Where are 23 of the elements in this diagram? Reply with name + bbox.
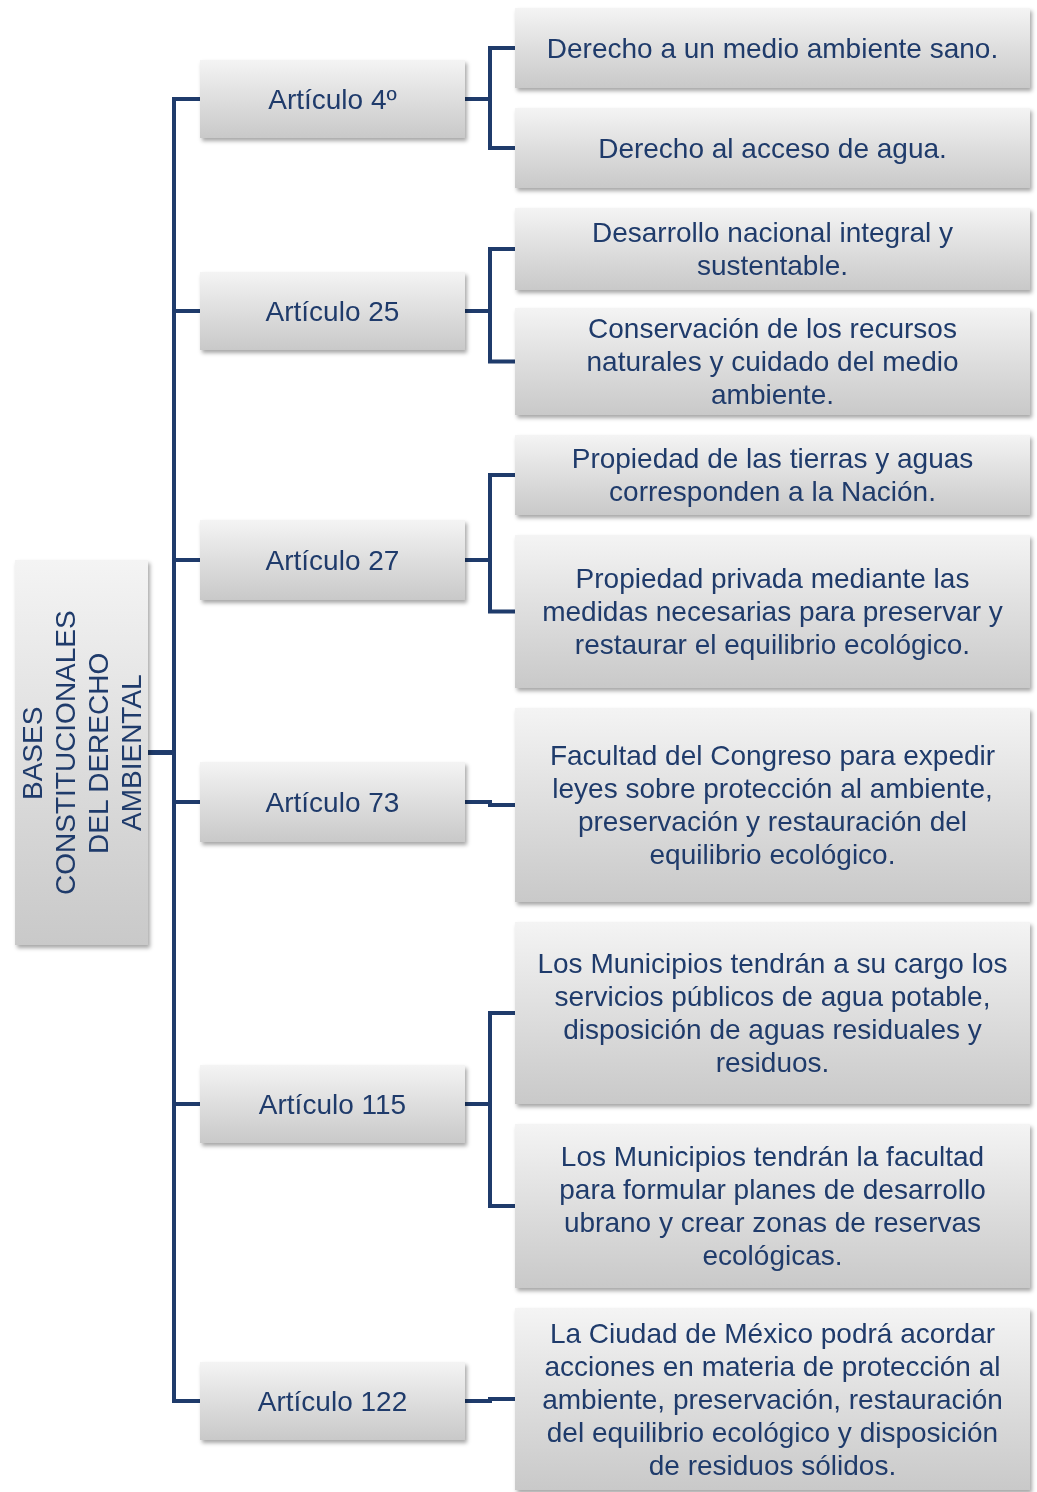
content-box: La Ciudad de México podrá acordar acciones en materia de protección al ambiente, preservación, restauración del equilibrio ecológico y disposición de residuos sólidos.	[515, 1308, 1030, 1490]
content-box: Los Municipios tendrán a su cargo los servicios públicos de agua potable, disposición de aguas residuales y residuos.	[515, 922, 1030, 1104]
article-box: Artículo 115	[200, 1065, 465, 1143]
article-box: Artículo 4º	[200, 60, 465, 138]
content-box: Facultad del Congreso para expedir leyes sobre protección al ambiente, preservación y restauración del equilibrio ecológico.	[515, 708, 1030, 902]
content-box: Derecho a un medio ambiente sano.	[515, 8, 1030, 88]
article-box: Artículo 73	[200, 762, 465, 842]
content-box: Conservación de los recursos naturales y cuidado del medio ambiente.	[515, 308, 1030, 415]
content-box: Los Municipios tendrán la facultad para formular planes de desarrollo ubrano y crear zonas de reservas ecológicas.	[515, 1124, 1030, 1288]
connector-line	[465, 309, 515, 364]
content-box: Desarrollo nacional integral y sustentable.	[515, 208, 1030, 290]
connector-line	[465, 1102, 515, 1208]
content-box: Propiedad privada mediante las medidas necesarias para preservar y restaurar el equilibrio ecológico.	[515, 535, 1030, 688]
article-box: Artículo 27	[200, 520, 465, 600]
connector-line	[465, 800, 515, 807]
content-box: Propiedad de las tierras y aguas corresponden a la Nación.	[515, 435, 1030, 515]
connector-line	[465, 1397, 515, 1403]
connector-line	[465, 97, 515, 150]
content-box: Derecho al acceso de agua.	[515, 108, 1030, 188]
article-box: Artículo 122	[200, 1362, 465, 1440]
article-box: Artículo 25	[200, 272, 465, 350]
title-box: BASES CONSTITUCIONALES DEL DERECHO AMBIENTAL	[15, 560, 148, 945]
connector-line	[465, 558, 515, 614]
